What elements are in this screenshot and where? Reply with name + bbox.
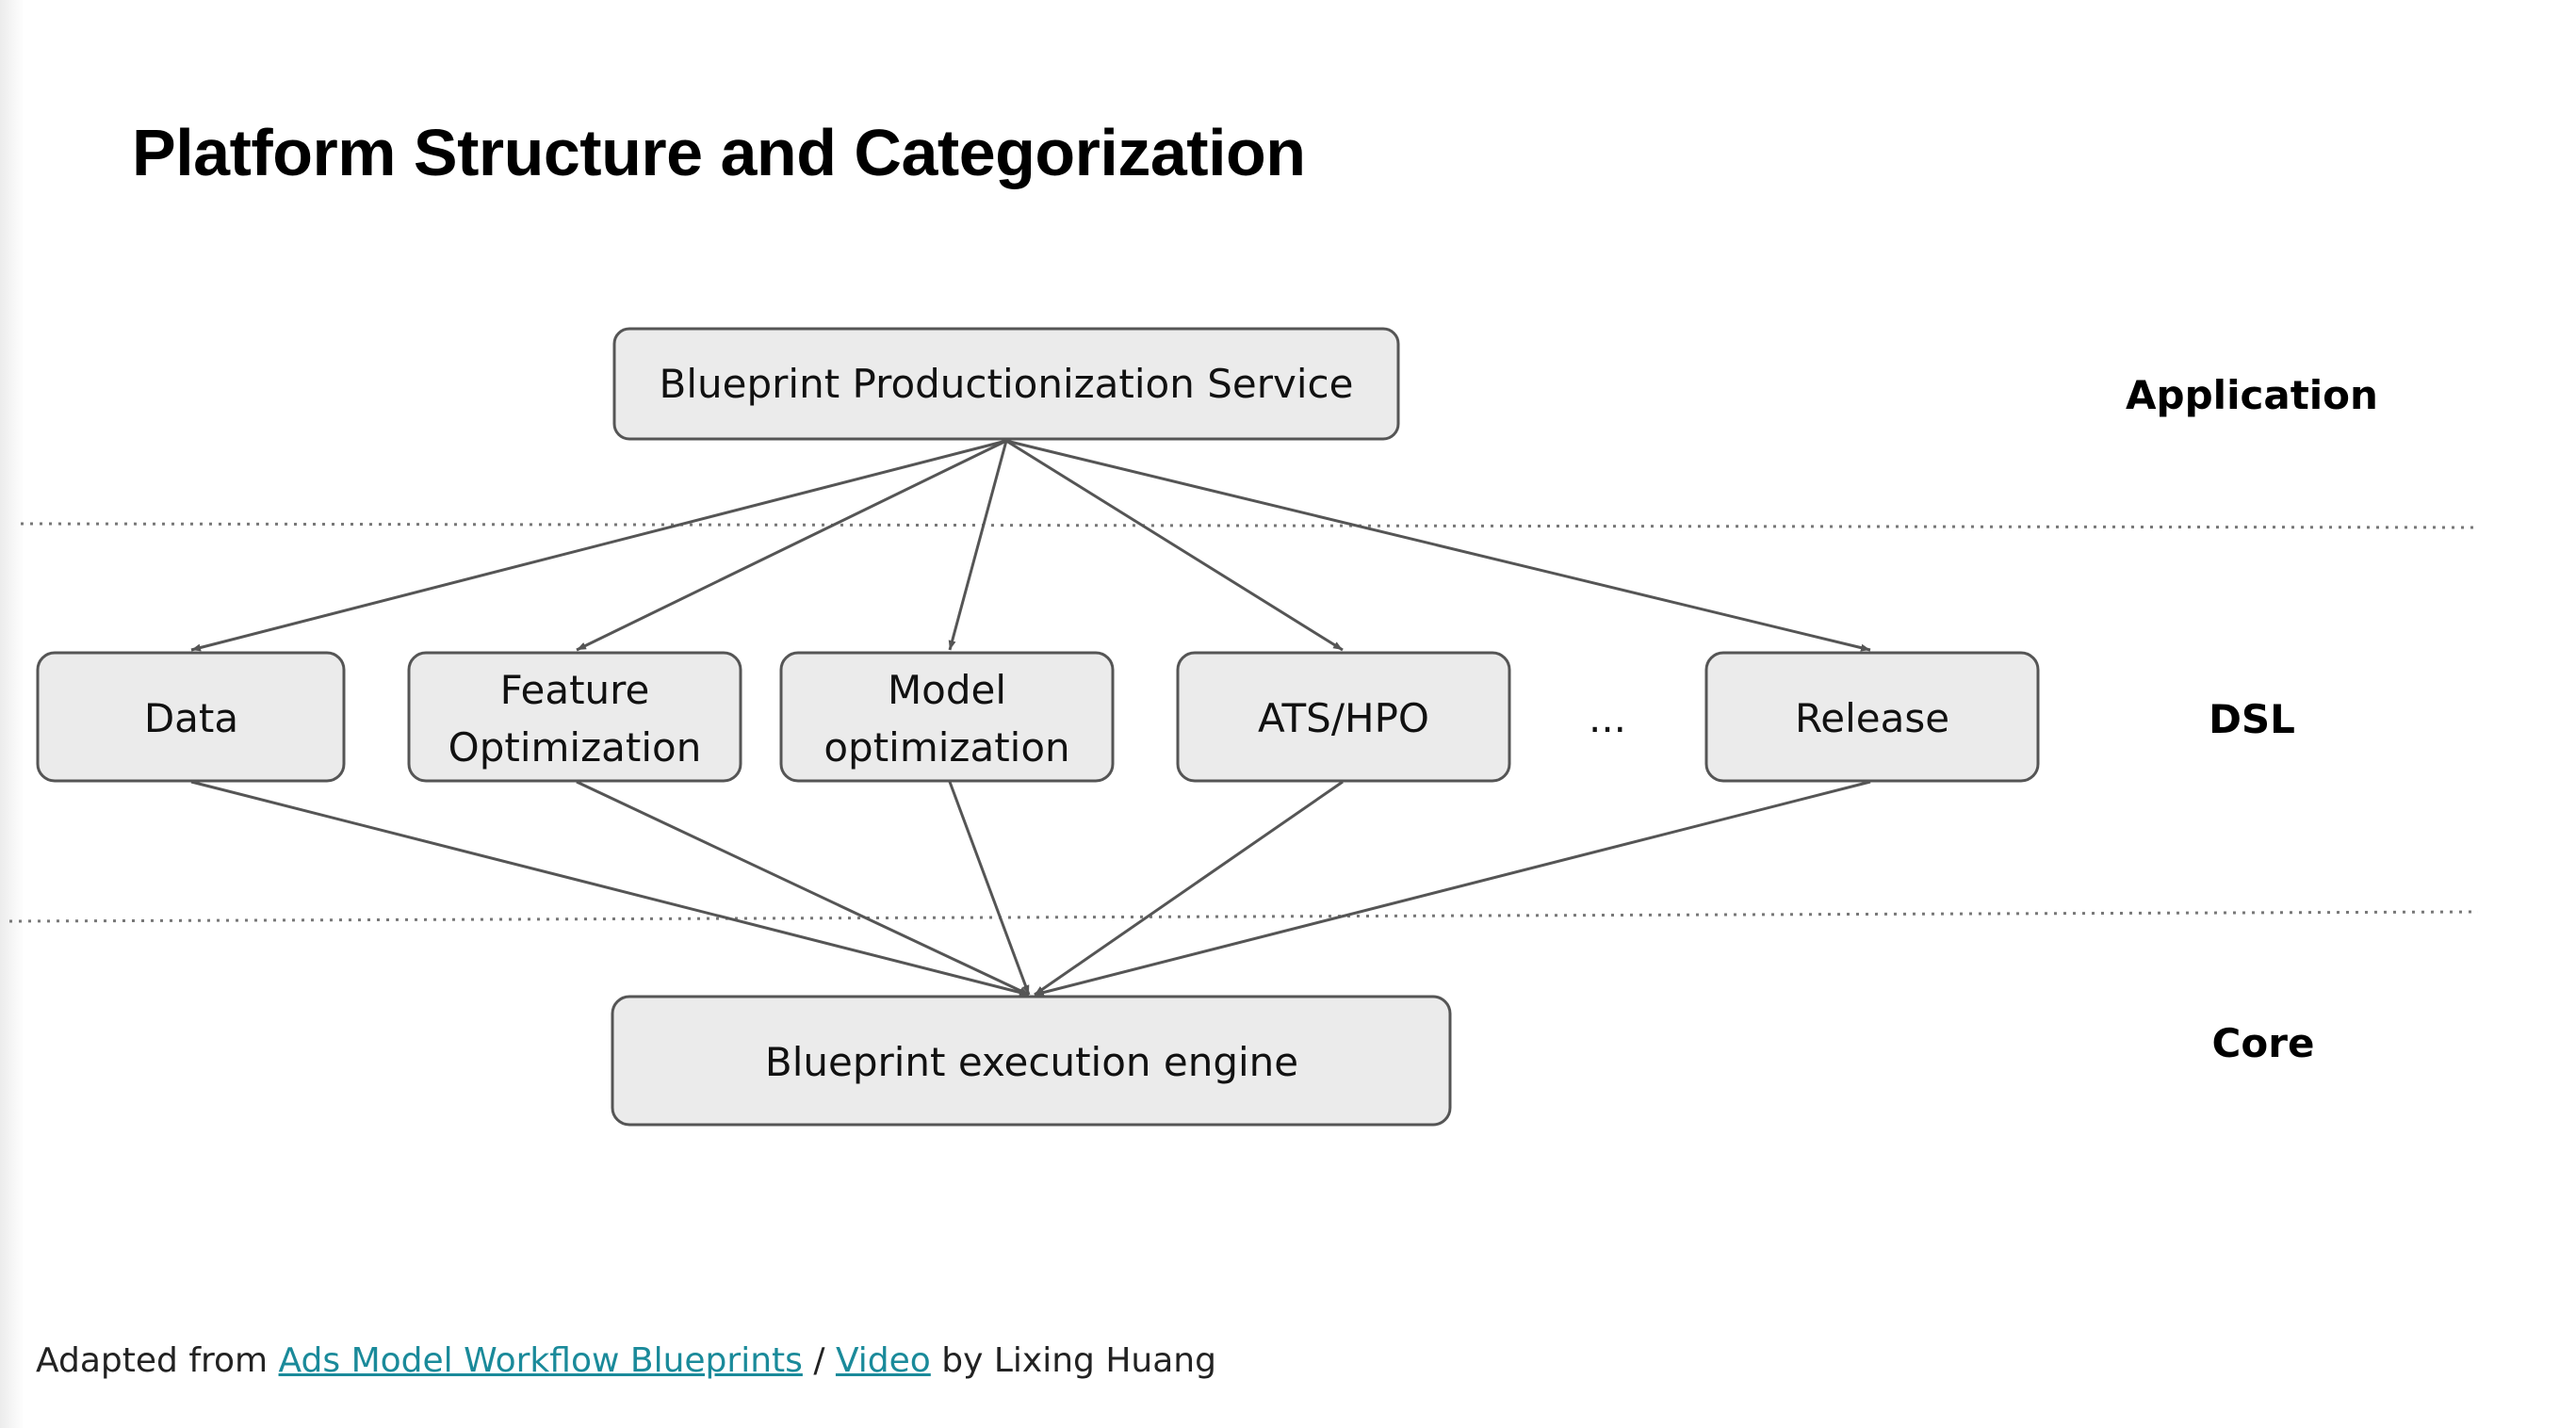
node-label-line-2: Optimization [448,724,702,771]
node-release: Release [1704,651,2040,783]
attribution-footer: Adapted from Ads Model Workflow Blueprin… [36,1341,1216,1380]
node-label: Data [144,695,238,741]
layer-label-dsl: DSL [2209,696,2295,742]
node-label-line-1: Model [888,667,1006,713]
more-nodes-ellipsis: ... [1589,695,1626,741]
node-blueprint-execution-engine: Blueprint execution engine [611,995,1452,1127]
node-label: Release [1795,695,1949,741]
link-ads-model-workflow-blueprints[interactable]: Ads Model Workflow Blueprints [278,1341,803,1380]
footer-suffix: by Lixing Huang [941,1341,1216,1380]
node-label: Blueprint Productionization Service [660,361,1354,407]
node-label-line-2: optimization [823,724,1069,771]
edges-service-to-dsl [190,439,1871,652]
edge-service-model [948,440,1008,651]
layer-label-core: Core [2212,1020,2315,1066]
edges-dsl-to-engine [190,780,1871,997]
edge-feature-engine [576,780,1030,997]
link-video[interactable]: Video [835,1341,931,1380]
node-ats-hpo: ATS/HPO [1176,651,1511,783]
layer-label-application: Application [2126,372,2378,418]
edge-service-feature [576,439,1007,652]
edge-release-engine [1034,780,1871,997]
node-data: Data [36,651,346,783]
edge-service-data [190,439,1007,652]
edge-service-release [1005,439,1871,652]
node-label: Blueprint execution engine [765,1039,1298,1085]
edge-model-engine [948,781,1031,996]
footer-separator: / [813,1341,825,1380]
node-label-line-1: Feature [500,667,650,713]
node-feature-optimization: Feature Optimization [407,651,742,783]
divider-application-dsl [20,522,2479,529]
footer-prefix: Adapted from [36,1341,269,1380]
page-title: Platform Structure and Categorization [132,116,1306,189]
edge-ats-engine [1034,780,1344,997]
divider-dsl-core [8,910,2479,923]
node-model-optimization: Model optimization [779,651,1115,783]
node-label: ATS/HPO [1258,695,1429,741]
edge-service-ats [1005,439,1344,652]
node-blueprint-productionization-service: Blueprint Productionization Service [612,327,1400,441]
left-edge-shade [0,0,24,1428]
edge-data-engine [190,780,1030,997]
